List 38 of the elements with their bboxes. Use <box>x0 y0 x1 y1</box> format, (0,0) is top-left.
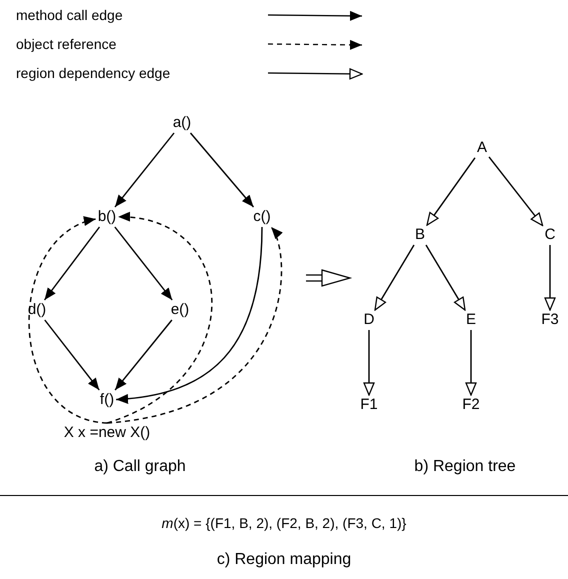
region-name: D <box>362 310 376 330</box>
arrow <box>116 226 263 404</box>
region-name: F3 <box>539 310 561 330</box>
arrow <box>114 320 172 390</box>
arrow <box>465 330 477 396</box>
panel-caption: c) Region mapping <box>216 551 352 569</box>
mapping-formula: m(x) = {(F1, B, 2), (F2, B, 2), (F3, C, 1)} <box>162 514 406 532</box>
arrow <box>425 244 466 311</box>
arrow <box>114 226 173 300</box>
method-name: c() <box>251 207 273 227</box>
arrow <box>374 244 415 311</box>
region-name: E <box>464 310 478 330</box>
arrow <box>114 132 175 208</box>
panel-caption: b) Region tree <box>414 458 516 476</box>
arrow <box>363 330 375 396</box>
arrow <box>190 132 254 208</box>
region-name: B <box>413 225 427 245</box>
statement-text: X x =new X() <box>62 423 152 443</box>
panel-caption: a) Call graph <box>94 458 186 476</box>
region-name: F2 <box>460 395 482 415</box>
arrow <box>488 156 544 226</box>
arrow <box>426 157 476 226</box>
arrow <box>544 245 556 311</box>
dashed-arrow <box>28 218 108 424</box>
dashed-arrow <box>106 213 212 424</box>
region-name: C <box>542 225 558 245</box>
method-name: b() <box>96 207 118 227</box>
arrow <box>44 226 100 300</box>
legend-label: method call edge <box>16 6 123 24</box>
dashed-arrow <box>106 226 282 424</box>
method-name: f() <box>98 390 116 410</box>
method-name: a() <box>170 113 194 133</box>
legend-label: object reference <box>16 35 116 53</box>
region-name: F1 <box>358 395 380 415</box>
legend-label: region dependency edge <box>16 64 170 82</box>
method-name: e() <box>168 300 192 320</box>
arrow <box>44 320 100 390</box>
region-name: A <box>475 138 489 158</box>
